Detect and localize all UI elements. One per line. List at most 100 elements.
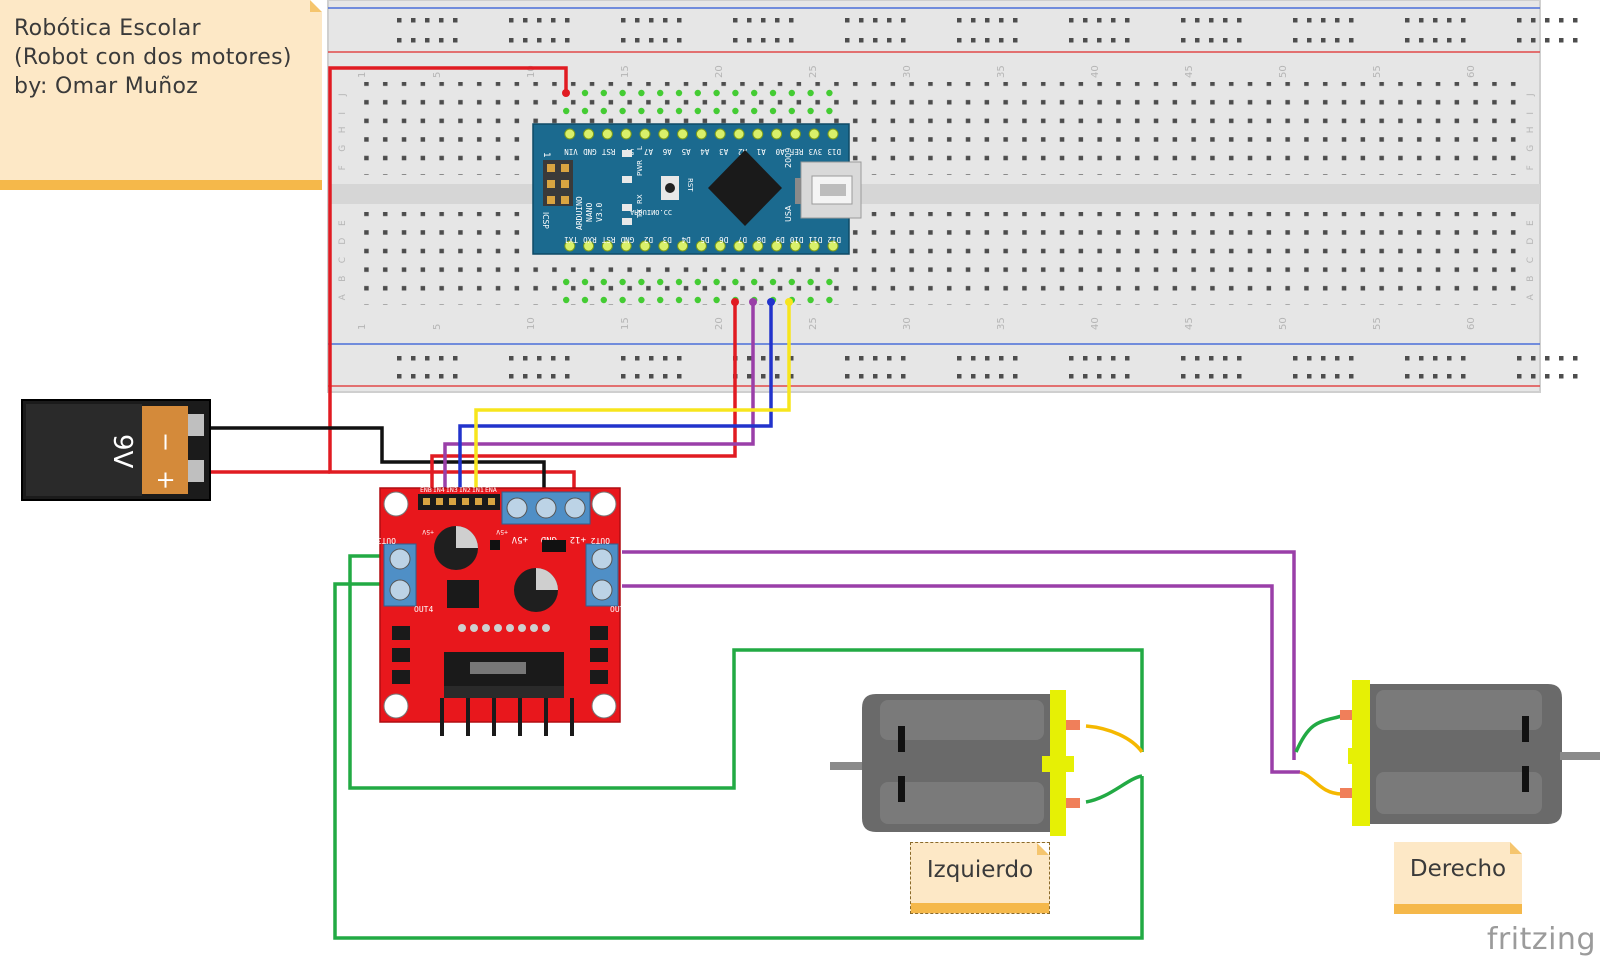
rail-hole xyxy=(453,38,458,43)
row-letter: B xyxy=(1526,276,1536,282)
connected-hole xyxy=(807,107,814,115)
connected-holes xyxy=(563,89,833,304)
column-number: 35 xyxy=(996,65,1007,78)
battery-label: 9V xyxy=(107,434,137,469)
atmega-chip xyxy=(708,150,782,226)
rail-hole xyxy=(439,356,444,361)
title-note: Robótica Escolar (Robot con dos motores)… xyxy=(0,0,322,190)
nano-top-pin-label: A5 xyxy=(682,147,691,156)
nano-bottom-pin-label: D7 xyxy=(738,235,747,244)
column-number: 35 xyxy=(996,317,1007,330)
wire-purple-out1 xyxy=(622,550,1296,760)
driver-jumper-label: +5V xyxy=(496,528,508,536)
motor-left xyxy=(830,690,1080,836)
nano-pin-pad xyxy=(752,240,764,252)
rail-hole xyxy=(1307,374,1312,379)
nano-top-pin-label: VIN xyxy=(564,147,578,156)
connected-hole xyxy=(713,89,720,97)
column-number: 40 xyxy=(1090,65,1101,78)
rail-hole xyxy=(887,356,892,361)
connected-hole xyxy=(826,278,833,286)
voltage-regulator xyxy=(447,580,479,608)
rail-hole xyxy=(775,356,780,361)
rail-hole xyxy=(1349,18,1354,23)
rail-hole xyxy=(859,356,864,361)
nano-bottom-pin-label: RXO xyxy=(583,235,597,244)
rail-hole xyxy=(1573,374,1578,379)
driver-header-label: IN4 xyxy=(433,486,445,494)
row-letter: C xyxy=(1526,257,1536,263)
rail-hole xyxy=(873,356,878,361)
rail-hole xyxy=(1097,18,1102,23)
rail-hole xyxy=(523,38,528,43)
rail-hole xyxy=(999,18,1004,23)
rail-hole xyxy=(649,356,654,361)
column-number: 30 xyxy=(902,65,913,78)
note-fold xyxy=(310,0,322,12)
rail-hole xyxy=(1447,374,1452,379)
wires xyxy=(208,66,1343,940)
rail-hole xyxy=(1447,38,1452,43)
rail-hole xyxy=(859,38,864,43)
rail-hole xyxy=(985,18,990,23)
connected-hole xyxy=(563,278,570,286)
rail-hole xyxy=(677,18,682,23)
chip-pin-pad xyxy=(542,624,550,632)
motor-right-shaft xyxy=(1560,752,1600,760)
rail-hole xyxy=(1083,18,1088,23)
rail-hole xyxy=(1125,356,1130,361)
nano-bottom-pin-label: D5 xyxy=(700,235,709,244)
connected-hole xyxy=(694,89,701,97)
connected-hole xyxy=(826,296,833,304)
nano-pin-pad xyxy=(620,128,632,140)
nano-pin-pad xyxy=(827,128,839,140)
rail-hole xyxy=(733,38,738,43)
rail-hole xyxy=(565,18,570,23)
rail-hole xyxy=(1181,38,1186,43)
driver-power-label: +5V xyxy=(511,534,528,544)
rail-hole xyxy=(635,374,640,379)
column-number: 40 xyxy=(1090,317,1101,330)
nano-top-pin-label: A6 xyxy=(662,147,672,156)
rail-hole xyxy=(985,38,990,43)
note-line-4: by: Omar Muñoz xyxy=(14,74,199,99)
wire-green-out4 xyxy=(333,582,1144,940)
connected-hole xyxy=(769,278,777,286)
row-letter: J xyxy=(1526,93,1536,97)
nano-bottom-pin-label: D2 xyxy=(644,235,653,244)
country-label: USA xyxy=(784,205,793,222)
driver-header-label: ENB xyxy=(420,486,432,494)
connected-hole xyxy=(600,278,607,286)
driver-input-header xyxy=(418,494,500,510)
nano-pin-pad xyxy=(789,128,801,140)
rail-hole xyxy=(873,374,878,379)
rail-hole xyxy=(425,38,430,43)
driver-power-label: GND xyxy=(541,534,557,544)
connected-hole xyxy=(694,107,701,115)
rail-hole xyxy=(1195,374,1200,379)
note-bottom-bar xyxy=(0,180,322,190)
driver-output-label: OUT1 xyxy=(610,605,629,614)
row-letter: E xyxy=(1526,220,1536,226)
nano-pin-pad xyxy=(714,128,726,140)
chip-pin-pad xyxy=(470,624,478,632)
row-letter: A xyxy=(338,293,348,300)
rail-hole xyxy=(1013,18,1018,23)
connected-hole xyxy=(751,89,758,97)
nano-pin-pad xyxy=(639,240,651,252)
column-number: 55 xyxy=(1372,65,1383,78)
rail-hole xyxy=(1545,356,1550,361)
rail-hole xyxy=(411,38,416,43)
rail-hole xyxy=(957,356,962,361)
connected-hole xyxy=(581,296,589,304)
column-number: 25 xyxy=(808,317,819,330)
rail-hole xyxy=(733,18,738,23)
rail-hole xyxy=(1083,374,1088,379)
rail-hole xyxy=(1195,18,1200,23)
rail-hole xyxy=(747,374,752,379)
connected-hole xyxy=(788,278,795,286)
rail-hole xyxy=(523,356,528,361)
